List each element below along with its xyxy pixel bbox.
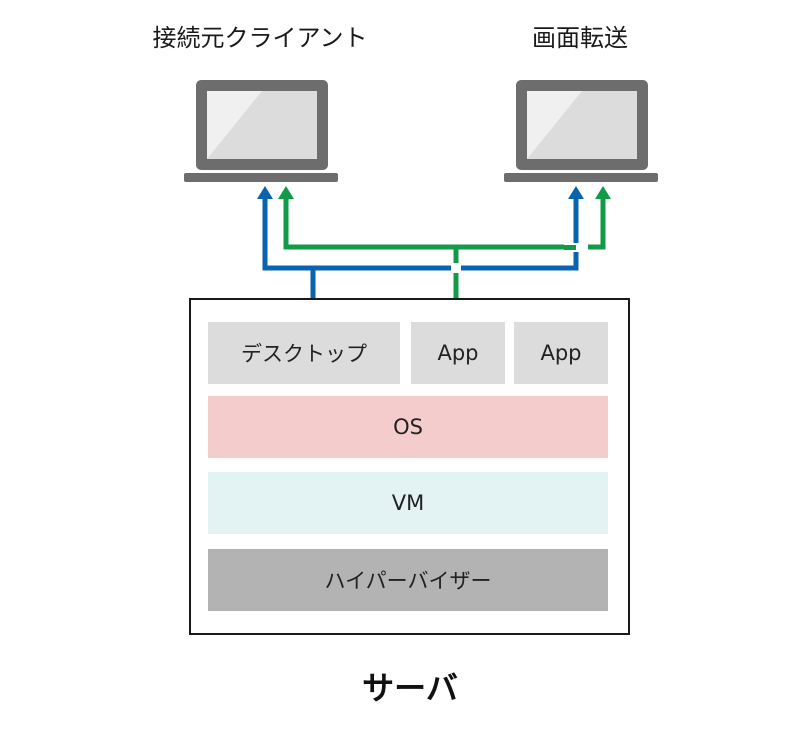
app-tile-desktop: デスクトップ: [208, 322, 400, 384]
arrowhead-icon: [278, 186, 294, 199]
client-title-source: 接続元クライアント: [152, 24, 368, 52]
app-tile-app-1: App: [411, 322, 505, 384]
client-title-screen-transfer: 画面転送: [532, 24, 628, 52]
layer-vm: VM: [208, 472, 608, 534]
layer-hypervisor: ハイパーバイザー: [208, 549, 608, 611]
arrowhead-icon: [568, 186, 584, 199]
app-tile-app-2: App: [514, 322, 608, 384]
app-stream-line: [283, 198, 606, 321]
arrowhead-icon: [257, 186, 273, 199]
layer-os: OS: [208, 396, 608, 458]
arrowhead-icon: [595, 186, 611, 199]
server-label: サーバ: [362, 669, 458, 707]
desktop-stream-line: [262, 198, 579, 321]
